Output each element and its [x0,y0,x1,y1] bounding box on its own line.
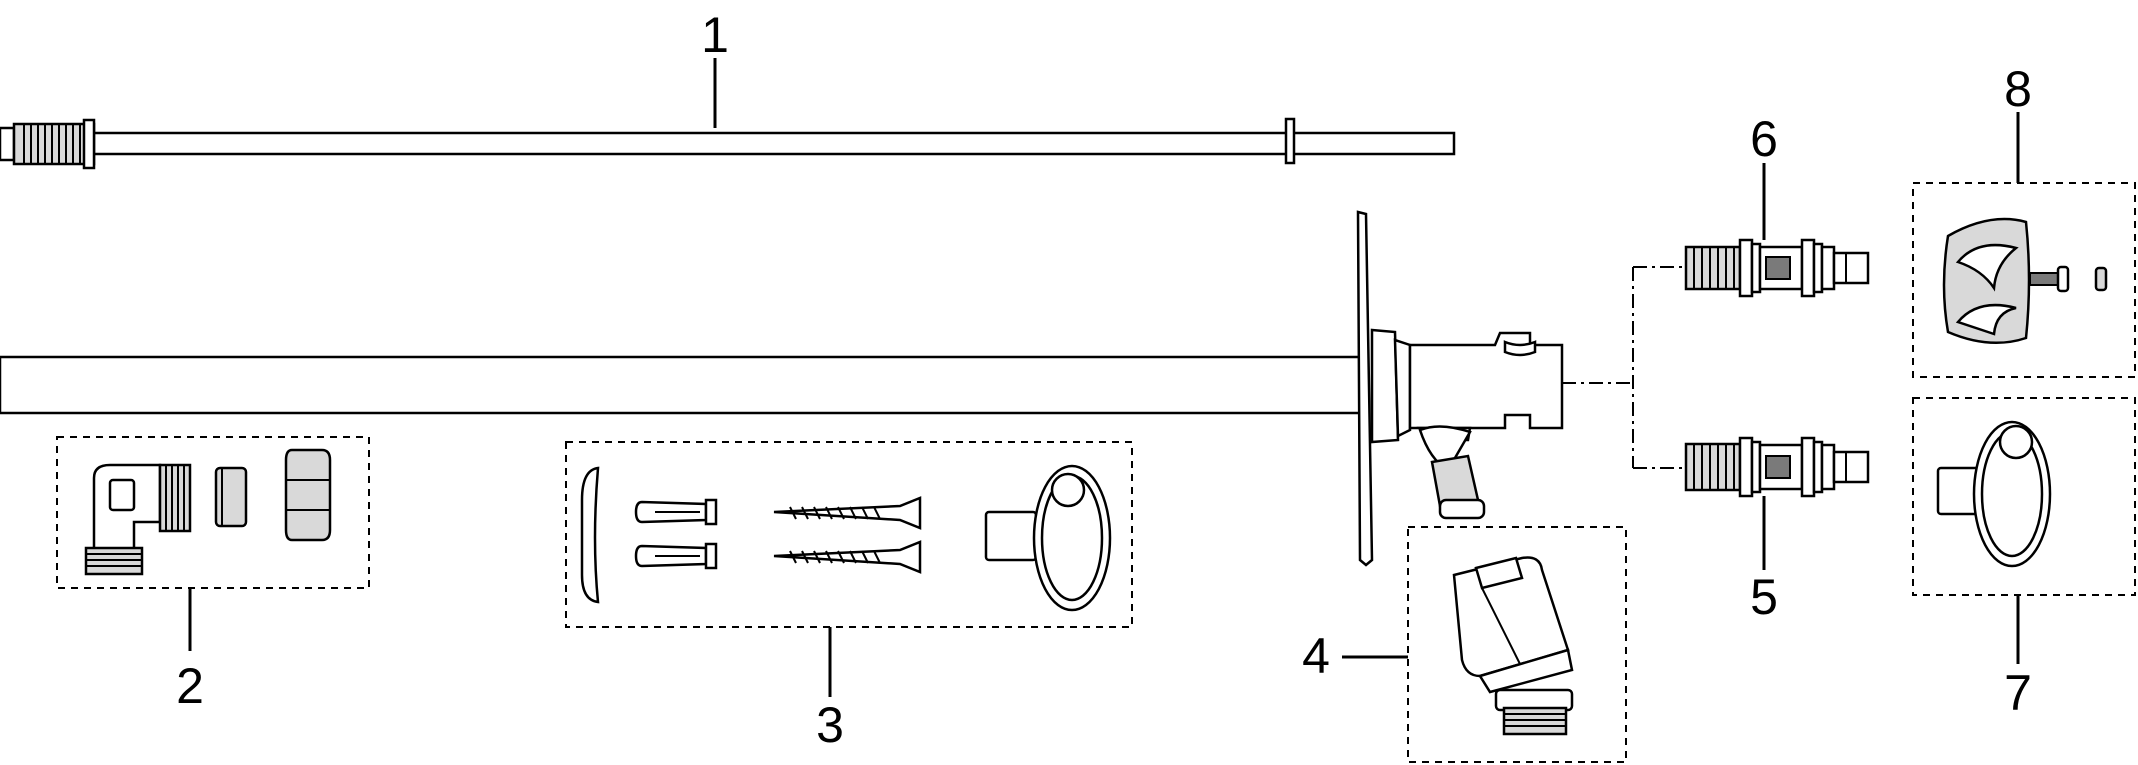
callout-2: 2 [176,658,204,714]
hose-adapter-icon [1452,556,1574,736]
callout-4: 4 [1302,628,1330,684]
callout-8: 8 [2004,61,2032,117]
dashed-box-8 [1912,182,2136,378]
connection-lines [1562,266,1686,469]
elbow-fitting-set-icon [84,448,332,576]
valve-cartridge-icon [1684,238,1870,298]
dashed-box-3 [565,441,1133,628]
callout-7: 7 [2004,665,2032,721]
loose-key-icon [1936,420,2052,568]
mounting-kit-icon [580,464,1112,612]
callout-5: 5 [1750,569,1778,625]
callout-3: 3 [816,697,844,753]
extension-rod-icon [0,117,1456,170]
valve-cartridge-icon [1684,436,1870,498]
handle-knob-set-icon [1942,217,2108,345]
callout-1: 1 [701,7,729,63]
faucet-body-icon [0,210,1564,567]
callout-6: 6 [1750,111,1778,167]
dashed-box-4 [1407,526,1627,763]
dashed-box-2 [56,436,370,589]
dashed-box-7 [1912,397,2136,596]
